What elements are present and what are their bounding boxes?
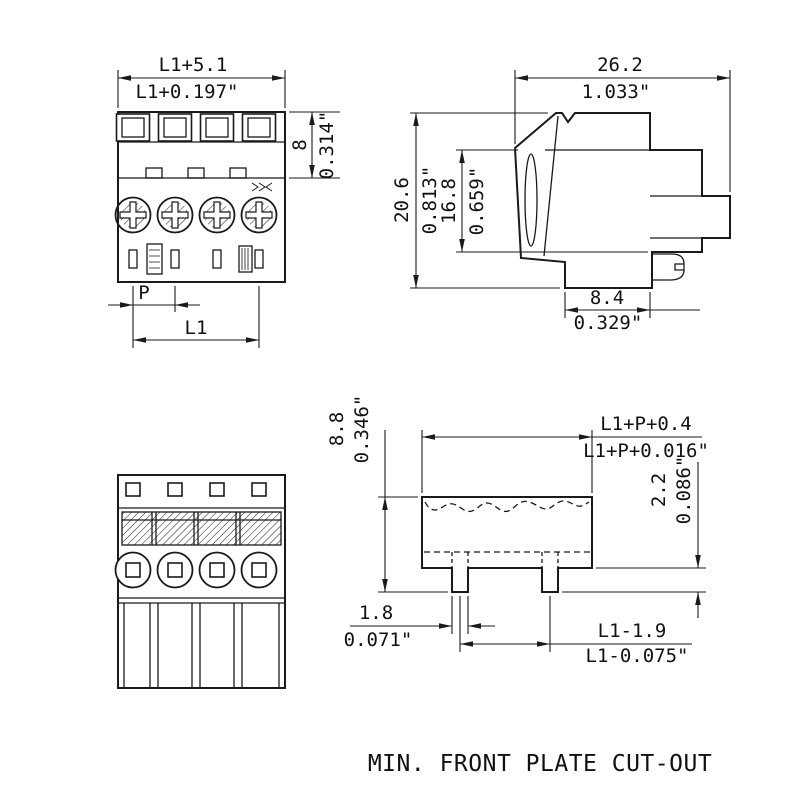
dim-front-height-mm: 8 — [289, 139, 311, 150]
plug-lower-segments — [123, 603, 280, 688]
dimension-length: L1 — [132, 286, 260, 348]
dim-notch-mm: 2.2 — [648, 473, 670, 507]
dimension-notch-depth: 2.2 0.086" — [562, 456, 706, 618]
dimension-front-width: L1+5.1 L1+0.197" — [117, 54, 286, 108]
dim-length-label: L1 — [185, 317, 208, 339]
dim-cutout-height-in: 0.346" — [351, 395, 373, 464]
dim-notch-in: 0.086" — [673, 456, 695, 525]
dimension-side-depth: 8.4 0.329" — [564, 287, 700, 334]
product-marking — [146, 182, 273, 275]
dim-front-width-mm: L1+5.1 — [159, 54, 228, 76]
dimension-foot-width: 1.8 0.071" — [344, 596, 495, 651]
side-view-body — [513, 112, 731, 289]
dim-side-depth-in: 0.329" — [574, 312, 643, 334]
dim-cutout-height-mm: 8.8 — [326, 412, 348, 446]
dimension-cutout-height: 8.8 0.346" — [326, 395, 448, 593]
dim-side-height-in: 0.813" — [419, 166, 441, 235]
dimension-side-height: 20.6 0.813" — [391, 112, 560, 289]
dim-front-width-in: L1+0.197" — [136, 81, 239, 103]
drawing-title: MIN. FRONT PLATE CUT-OUT — [368, 751, 712, 777]
plug-view — [114, 474, 286, 689]
dim-side-width-mm: 26.2 — [597, 54, 643, 76]
front-view: L1+5.1 L1+0.197" 8 0.314" P L1 — [108, 54, 340, 348]
dim-side-inner-mm: 16.8 — [438, 178, 460, 224]
dim-side-inner-in: 0.659" — [466, 167, 488, 236]
dim-foot-in: 0.071" — [344, 629, 413, 651]
dim-span-in: L1-0.075" — [586, 645, 689, 667]
lever-edge — [543, 115, 559, 257]
dim-side-height-mm: 20.6 — [391, 177, 413, 223]
dim-cutout-width-in: L1+P+0.016" — [583, 440, 709, 462]
latch-hook — [652, 253, 685, 281]
dimension-front-height: 8 0.314" — [289, 111, 340, 180]
dimension-side-inner-height: 16.8 0.659" — [438, 149, 648, 253]
dim-pitch-label: P — [138, 282, 149, 304]
dimension-foot-span: L1-1.9 L1-0.075" — [459, 596, 692, 667]
dimension-pitch: P — [108, 282, 200, 312]
break-line — [424, 500, 590, 513]
dim-front-height-in: 0.314" — [316, 111, 338, 180]
side-view: 26.2 1.033" 20.6 0.813" 16.8 0.659" 8.4 … — [391, 54, 731, 334]
dim-foot-mm: 1.8 — [359, 602, 393, 624]
dim-cutout-width-mm: L1+P+0.4 — [600, 413, 692, 435]
cutout-view: 8.8 0.346" L1+P+0.4 L1+P+0.016" 2.2 0.08… — [326, 395, 709, 667]
dimension-side-width: 26.2 1.033" — [514, 54, 731, 192]
lever-slot — [524, 153, 538, 247]
dim-span-mm: L1-1.9 — [598, 620, 667, 642]
dim-side-width-in: 1.033" — [582, 81, 651, 103]
material-marking-icon — [251, 182, 273, 192]
front-view-body — [114, 111, 286, 283]
spring-clamp-zone — [121, 511, 282, 546]
dim-side-depth-mm: 8.4 — [590, 287, 624, 309]
dimension-cutout-width: L1+P+0.4 L1+P+0.016" — [421, 413, 709, 493]
